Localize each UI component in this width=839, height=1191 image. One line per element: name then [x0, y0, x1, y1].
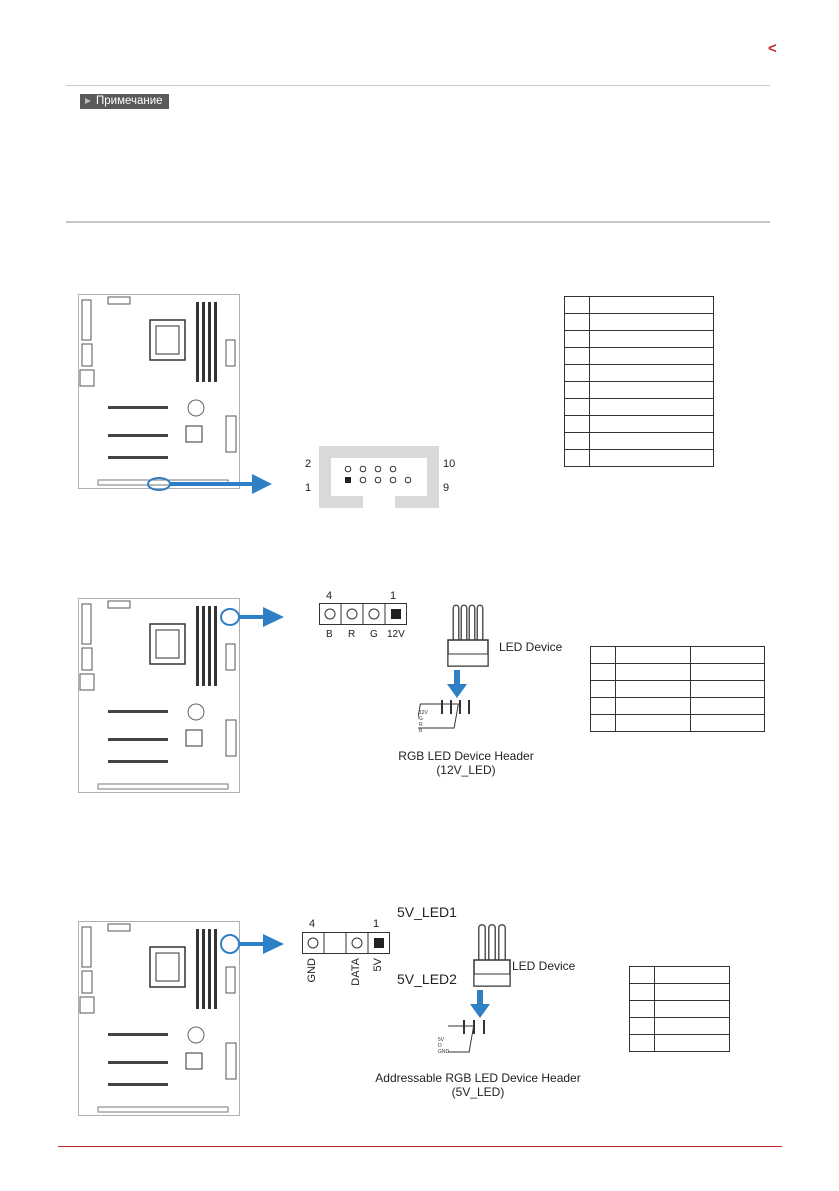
header-title-5v-led2: 5V_LED2 [397, 971, 457, 987]
pin-label-data: DATA [350, 958, 362, 986]
motherboard-diagram [78, 294, 240, 489]
caption-line: Addressable RGB LED Device Header [375, 1071, 581, 1085]
figure-caption: RGB LED Device Header (12V_LED) [396, 749, 536, 777]
mini-label: D [438, 1043, 442, 1049]
rgb-header-pins [319, 603, 407, 625]
pin-table-3 [629, 966, 730, 1052]
mini-label: 12V [419, 710, 428, 716]
led-connector-illustration [418, 604, 489, 729]
pointer-arrow-3 [220, 934, 284, 954]
mini-label: 5V [438, 1037, 445, 1043]
pin-label-10: 10 [443, 458, 456, 470]
pin-label-9: 9 [443, 482, 450, 494]
pin-label-1: 1 [305, 482, 312, 494]
pin-table-1 [564, 296, 714, 467]
footer-divider [58, 1146, 782, 1147]
led-device-label: LED Device [512, 959, 576, 973]
header-title-5v-led1: 5V_LED1 [397, 904, 457, 920]
pin-label-b: B [326, 629, 333, 640]
top-divider [66, 85, 770, 86]
caption-line: (12V_LED) [436, 763, 496, 777]
mini-label: B [419, 728, 423, 734]
header-notch [363, 496, 395, 508]
mini-label: G [419, 716, 423, 722]
pin-number-1: 1 [390, 590, 397, 602]
mini-label: R [419, 722, 423, 728]
figure-caption: Addressable RGB LED Device Header (5V_LE… [360, 1071, 596, 1099]
mini-pin-labels: 12V G R B [419, 710, 428, 734]
argb-header-pins [302, 932, 390, 954]
mini-pin-labels: 5V D GND [438, 1037, 449, 1055]
led-device-label: LED Device [499, 640, 563, 654]
pin-label-2: 2 [305, 458, 312, 470]
motherboard-diagram [78, 921, 240, 1116]
pin-label-12v: 12V [387, 629, 405, 640]
chevron-left-icon[interactable]: < [768, 40, 777, 57]
motherboard-diagram [78, 598, 240, 793]
note-divider [66, 221, 770, 223]
pin-label-gnd: GND [306, 958, 318, 983]
caption-line: (5V_LED) [451, 1085, 505, 1099]
caption-line: RGB LED Device Header [398, 749, 534, 763]
pin-number-1: 1 [373, 918, 380, 930]
pin-label-r: R [348, 629, 356, 640]
pointer-arrow-1 [147, 474, 272, 494]
pointer-arrow-2 [220, 607, 284, 627]
pin-label-g: G [370, 629, 378, 640]
pin-number-4: 4 [326, 590, 333, 602]
header-pins [344, 465, 412, 484]
mini-label: GND [438, 1049, 450, 1055]
pin-label-5v: 5V [372, 958, 384, 972]
argb-connector-illustration [448, 924, 511, 1053]
pin-number-4: 4 [309, 918, 316, 930]
pin-table-2 [590, 646, 765, 732]
note-label: Примечание [80, 94, 169, 109]
